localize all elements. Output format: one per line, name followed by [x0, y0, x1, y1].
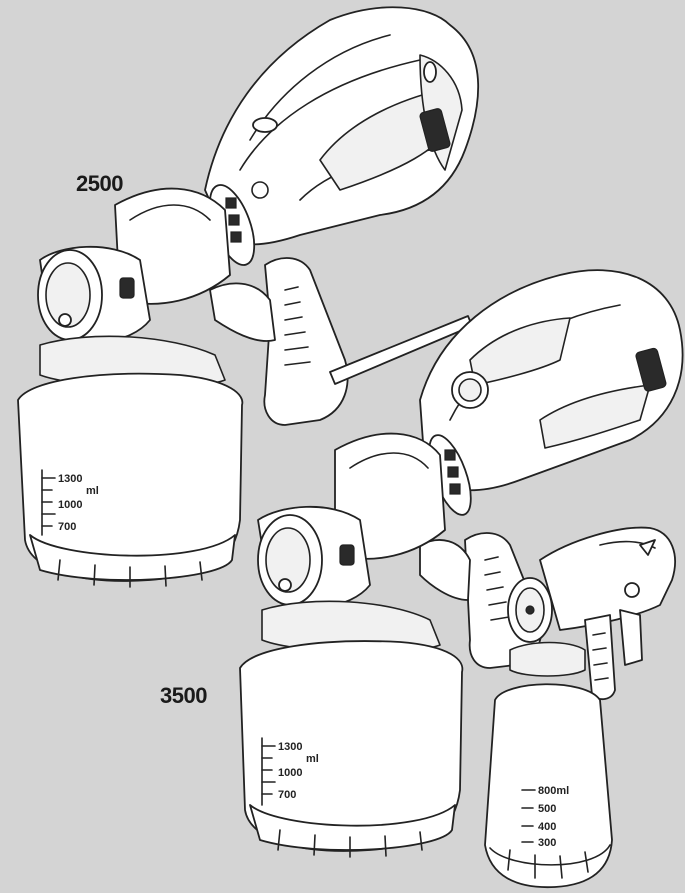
scale-small-500: 500: [538, 803, 556, 815]
scale-upper-1000: 1000: [58, 499, 82, 511]
model-label-3500: 3500: [160, 683, 207, 708]
scale-upper-1300: 1300: [58, 473, 82, 485]
model-label-2500: 2500: [76, 171, 123, 196]
scale-upper-ml: ml: [86, 485, 99, 497]
scale-small-400: 400: [538, 821, 556, 833]
gun-3500: 1300 ml 1000 700: [239, 269, 684, 858]
gun-2500: 1300 ml 1000 700: [17, 6, 480, 588]
scale-small-800ml: 800ml: [538, 785, 569, 797]
scale-lower-1000: 1000: [278, 767, 302, 779]
scale-upper-700: 700: [58, 521, 76, 533]
scale-lower-1300: 1300: [278, 741, 302, 753]
scale-lower-700: 700: [278, 789, 296, 801]
scale-lower-ml: ml: [306, 753, 319, 765]
scale-small-300: 300: [538, 837, 556, 849]
detail-spray-attachment: 800ml 500 400 300: [484, 526, 676, 889]
